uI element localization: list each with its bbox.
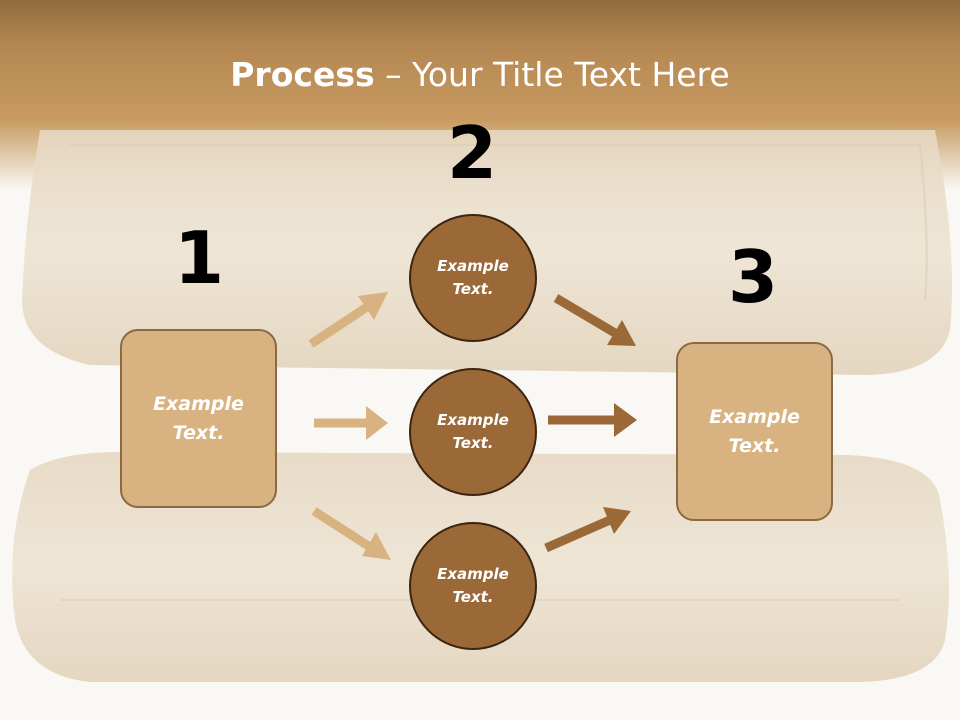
arrow-left-to-top xyxy=(308,292,388,348)
arrow-middle-to-right xyxy=(548,403,637,437)
step-number-1: 1 xyxy=(173,216,225,300)
title-rest: – Your Title Text Here xyxy=(374,55,730,94)
right-box-text: Example Text. xyxy=(709,405,800,457)
circle-middle: Example Text. xyxy=(409,368,537,496)
right-process-box: Example Text. xyxy=(676,342,833,521)
arrow-left-to-bottom xyxy=(311,507,391,560)
page-title: Process – Your Title Text Here xyxy=(0,55,960,95)
circle-top: Example Text. xyxy=(409,214,537,342)
circle-middle-text: Example Text. xyxy=(437,411,509,452)
step-number-3: 3 xyxy=(727,235,779,319)
arrow-top-to-right xyxy=(553,294,636,346)
circle-top-text: Example Text. xyxy=(437,257,509,298)
step-number-2: 2 xyxy=(446,111,498,195)
arrow-left-to-middle xyxy=(314,406,388,440)
title-bold: Process xyxy=(230,55,375,94)
left-process-box: Example Text. xyxy=(120,329,277,508)
circle-bottom-text: Example Text. xyxy=(437,565,509,606)
arrow-bottom-to-right xyxy=(544,507,631,553)
circle-bottom: Example Text. xyxy=(409,522,537,650)
left-box-text: Example Text. xyxy=(153,392,244,444)
